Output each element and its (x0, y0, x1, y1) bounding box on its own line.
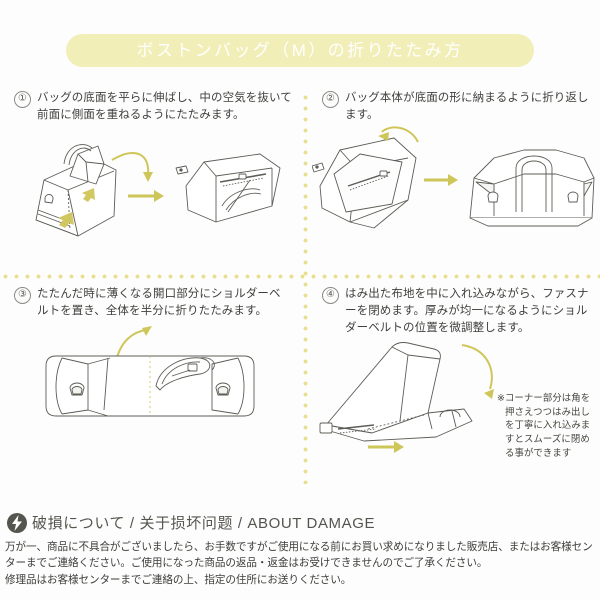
corner-note-line-4: すとスムーズに閉め (505, 433, 590, 445)
corner-note-line-3: を丁寧に入れ込みま (505, 419, 591, 431)
divider-vertical-dotted (303, 92, 308, 484)
lightning-bolt-circle-icon (7, 512, 27, 533)
step-1: ① バッグの底面を平らに伸ばし、中の空気を抜いて前面に側面を重ねるようにたたみま… (4, 85, 300, 275)
step-1-number: ① (14, 91, 31, 108)
damage-body: 万が一、商品に不具合がございましたら、お手数ですがご使用になる前にお買い求めにな… (0, 539, 600, 588)
divider-horizontal-dotted (0, 274, 600, 279)
corner-note-line-2: 押さえつつはみ出し (505, 405, 590, 417)
page-title: ボストンバッグ（M）の折りたたみ方 (136, 41, 464, 60)
step-3-illustration (4, 320, 300, 455)
damage-paragraph-line-1: 万が一、商品に不具合がございましたら、お手数ですがご使用になる前にお買い求めにな… (5, 541, 593, 553)
step-4-number: ④ (322, 287, 339, 304)
damage-section: 破損について / 关于损坏问题 / ABOUT DAMAGE 万が一、商品に不具… (0, 512, 600, 588)
corner-note: ※コーナー部分は角を 押さえつつはみ出し を丁寧に入れ込みま すとスムーズに閉め… (497, 391, 595, 460)
damage-title: 破損について / 关于损坏问题 / ABOUT DAMAGE (32, 515, 376, 532)
step-4-header: ④ はみ出た布地を中に入れ込みながら、ファスナーを閉めます。厚みが均一になるよう… (312, 281, 598, 337)
step-2-text: バッグ本体が底面の形に納まるように折り返します。 (345, 92, 589, 122)
step-1-arrow (128, 190, 164, 203)
step-2-arrow (424, 174, 458, 187)
step-4-text: はみ出た布地を中に入れ込みながら、ファスナーを閉めます。厚みが均一になるようにシ… (345, 288, 589, 335)
step-4-arrow (368, 441, 404, 454)
step-1-header: ① バッグの底面を平らに伸ばし、中の空気を抜いて前面に側面を重ねるようにたたみま… (4, 85, 300, 124)
step-1-illustration (4, 124, 300, 249)
step-1-text: バッグの底面を平らに伸ばし、中の空気を抜いて前面に側面を重ねるようにたたみます。 (37, 92, 292, 122)
corner-note-line-1: ※コーナー部分は角を (497, 392, 591, 403)
page-title-banner: ボストンバッグ（M）の折りたたみ方 (66, 34, 534, 67)
damage-header: 破損について / 关于损坏问题 / ABOUT DAMAGE (0, 512, 600, 533)
corner-note-line-5: る事ができます (505, 446, 572, 458)
step-2: ② バッグ本体が底面の形に納まるように折り返します。 (312, 85, 598, 275)
step-2-header: ② バッグ本体が底面の形に納まるように折り返します。 (312, 85, 598, 124)
damage-paragraph-line-3: 修理品はお客様センターまでご連絡の上、指定の住所にお送りください。 (5, 573, 352, 586)
step-3-number: ③ (14, 287, 31, 304)
step-3-text: たたんだ時に薄くなる開口部分にショルダーベルトを置き、全体を半分に折りたたみます… (37, 288, 281, 318)
step-3-header: ③ たたんだ時に薄くなる開口部分にショルダーベルトを置き、全体を半分に折りたたみ… (4, 281, 300, 320)
step-2-number: ② (322, 91, 339, 108)
step-2-illustration (312, 124, 598, 249)
step-3: ③ たたんだ時に薄くなる開口部分にショルダーベルトを置き、全体を半分に折りたたみ… (4, 281, 300, 485)
step-4: ④ はみ出た布地を中に入れ込みながら、ファスナーを閉めます。厚みが均一になるよう… (312, 281, 598, 485)
folding-steps-grid: ① バッグの底面を平らに伸ばし、中の空気を抜いて前面に側面を重ねるようにたたみま… (0, 85, 600, 485)
step-4-illustration (312, 337, 598, 462)
damage-paragraph-line-2: ターまでご連絡ください。ご使用になった商品の返品・返金はお受けできませんのでご了… (5, 557, 488, 570)
